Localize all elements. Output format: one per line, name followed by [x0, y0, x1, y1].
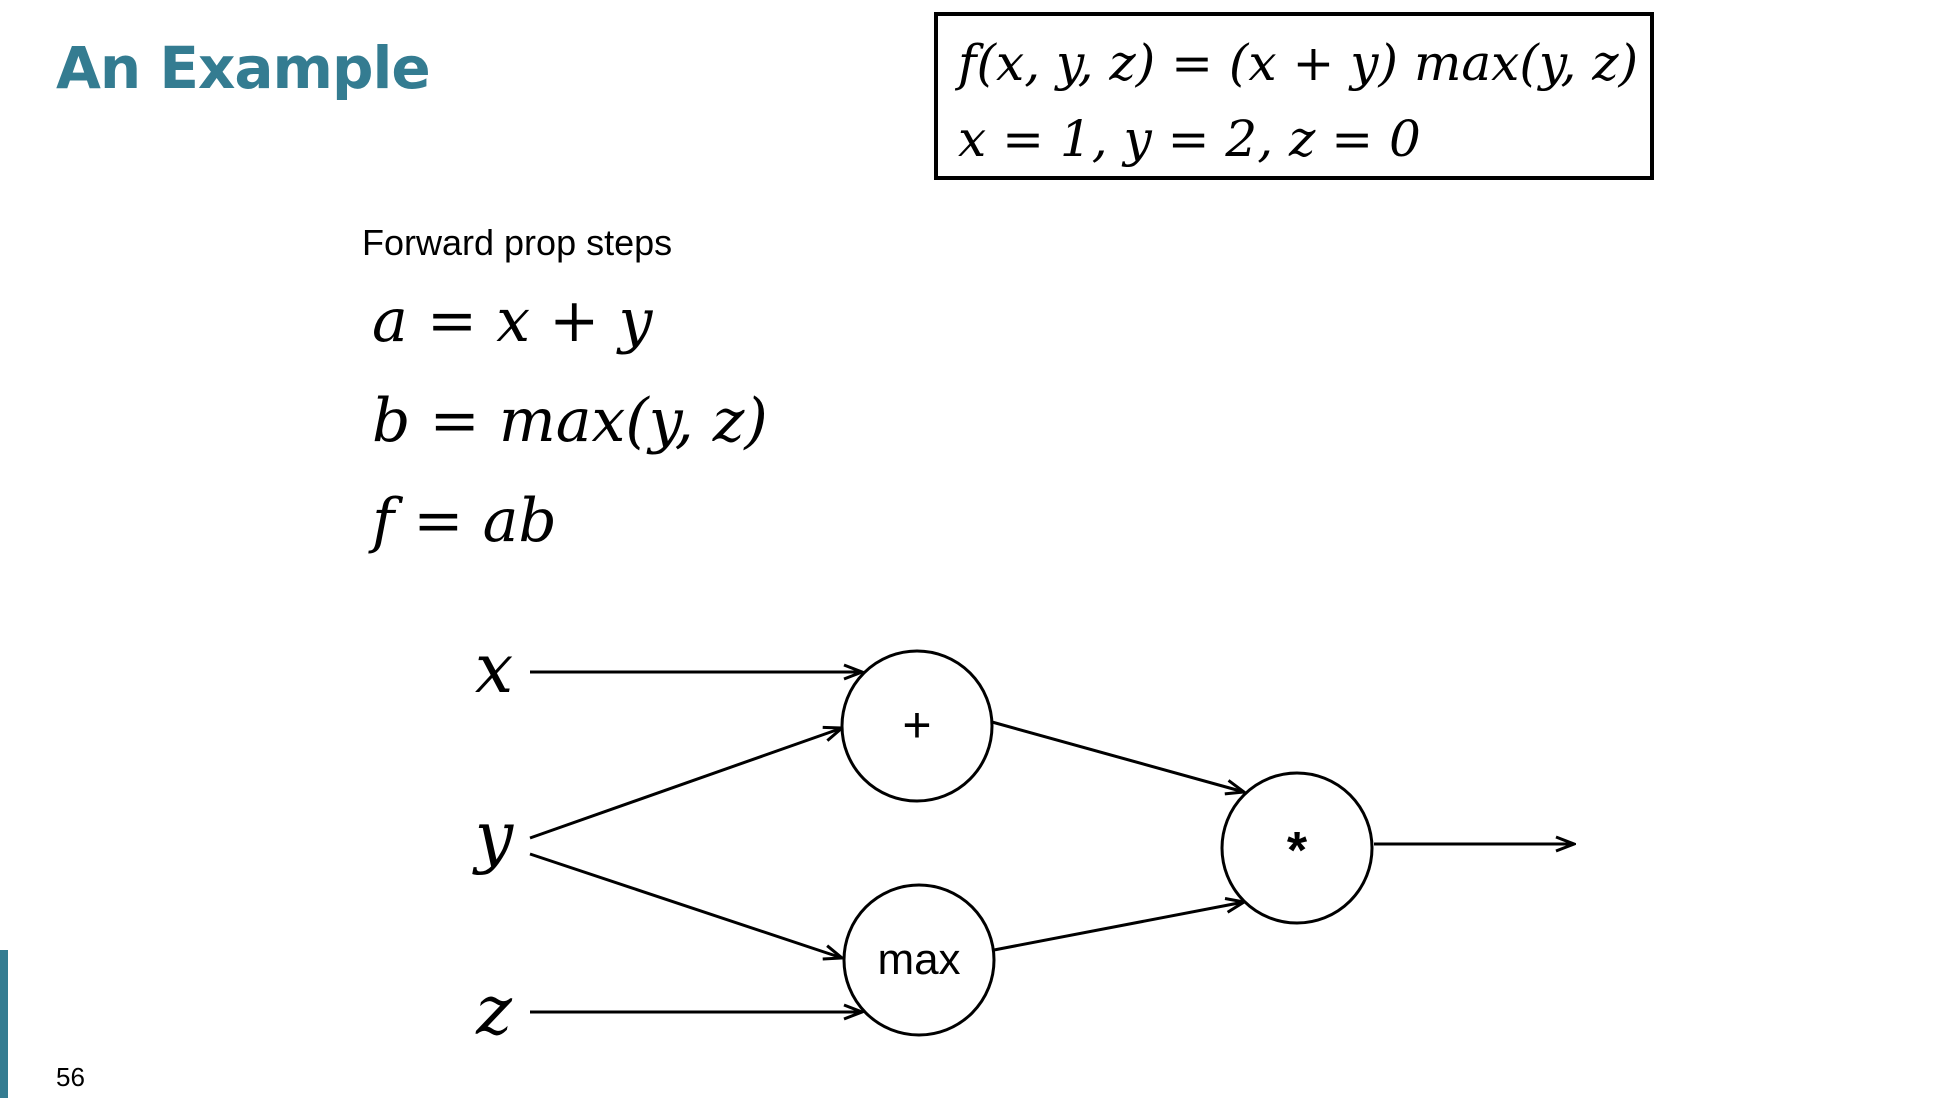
forward-prop-heading: Forward prop steps — [362, 222, 673, 263]
input-values: x = 1, y = 2, z = 0 — [958, 110, 1421, 168]
edge-plus-to-multiply — [991, 720, 1244, 792]
slide-title: An Example — [56, 34, 431, 102]
input-z-label: z — [475, 972, 513, 1051]
accent-bar — [0, 950, 8, 1098]
edge-y-to-max — [529, 852, 842, 958]
step-a: a = x + y — [372, 286, 653, 356]
step-f: f = ab — [372, 486, 557, 556]
max-node-label: max — [877, 935, 960, 984]
input-x-label: x — [475, 630, 513, 709]
slide-number: 56 — [56, 1062, 85, 1092]
multiply-node-label: * — [1287, 822, 1308, 880]
function-definition-box: f(x, y, z) = (x + y) max(y, z) x = 1, y … — [934, 12, 1654, 180]
function-definition: f(x, y, z) = (x + y) max(y, z) — [958, 34, 1639, 92]
edge-max-to-multiply — [993, 902, 1244, 952]
input-y-label: y — [472, 798, 515, 877]
max-node — [842, 883, 996, 1037]
add-node — [840, 649, 994, 803]
step-b: b = max(y, z) — [372, 386, 768, 456]
edge-y-to-plus — [529, 728, 842, 840]
multiply-node — [1220, 771, 1374, 925]
add-node-label: + — [902, 697, 931, 753]
